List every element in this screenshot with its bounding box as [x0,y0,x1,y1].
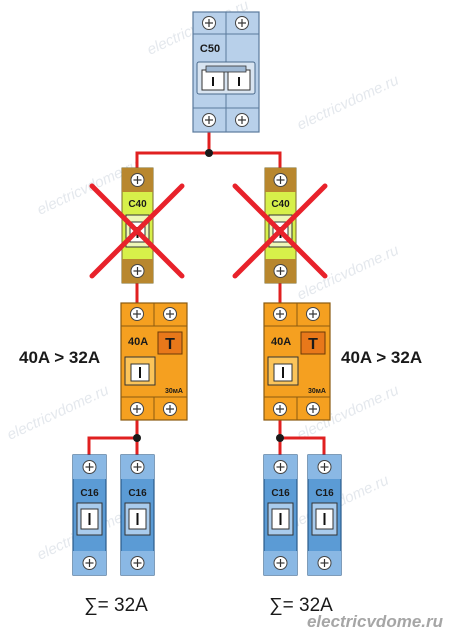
branch-breaker-2: C16 [120,454,155,576]
branch-breaker-1: C16 [72,454,107,576]
branch-breaker-rating: C16 [271,488,290,499]
blocked-breaker-rating: C40 [128,199,147,210]
site-url: electricvdome.ru [307,612,444,631]
rcd-test-button: T [165,336,175,353]
rcd-sensitivity: 30мА [308,388,326,395]
rcd-left: 40A T 30мА [120,302,188,421]
sum-label-right: ∑= 32A [269,595,333,616]
junction-dots [133,149,284,442]
rcd-test-button: T [308,336,318,353]
cross-mark-left [89,183,185,279]
cross-mark-right [232,183,328,279]
branch-breaker-rating: C16 [315,488,334,499]
rcd-rating: 40A [271,336,291,348]
comparison-label-right: 40A > 32A [341,348,422,367]
main-breaker-rating: C50 [200,43,220,55]
rcd-right: 40A T 30мА [263,302,331,421]
watermark-text: electricvdome.ru [295,241,403,303]
branch-breaker-4: C16 [307,454,342,576]
rcd-sensitivity: 30мА [165,388,183,395]
blocked-breaker-left: C40 [121,167,154,284]
blocked-breaker-rating: C40 [271,199,290,210]
blocked-breaker-right: C40 [264,167,297,284]
comparison-label-left: 40A > 32A [19,348,100,367]
rcd-rating: 40A [128,336,148,348]
watermark-text: electricvdome.ru [5,381,113,443]
branch-breaker-rating: C16 [80,488,99,499]
watermark-text: electricvdome.ru [295,71,403,133]
branch-breaker-3: C16 [263,454,298,576]
main-breaker-c50: C50 [192,11,260,133]
sum-label-left: ∑= 32A [84,595,148,616]
branch-breaker-rating: C16 [128,488,147,499]
